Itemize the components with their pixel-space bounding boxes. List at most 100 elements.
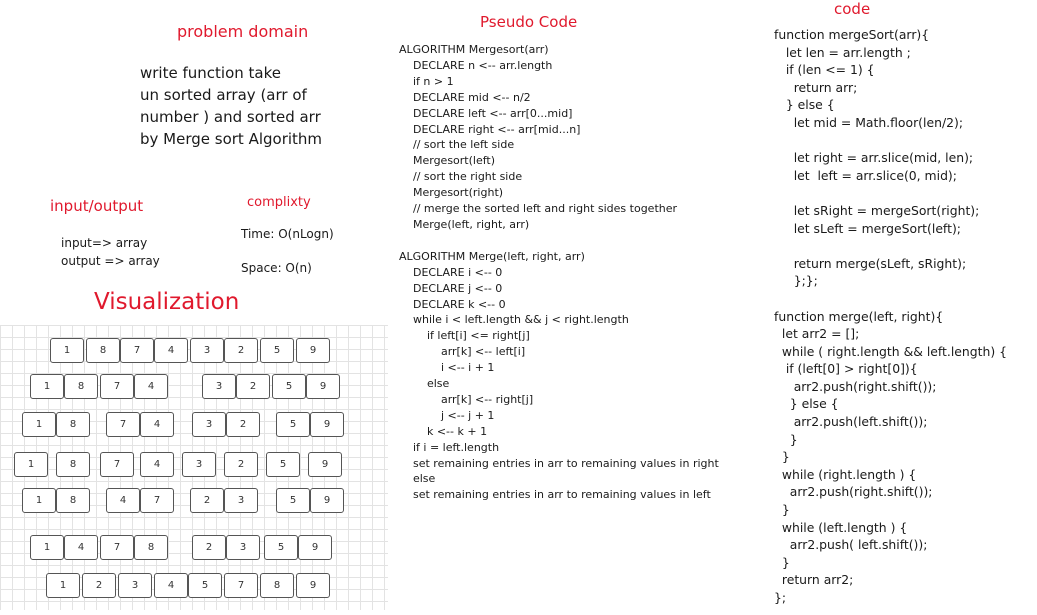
input-line: input=> array [61,236,148,250]
pseudo-line: DECLARE mid <-- n/2 [399,90,531,104]
code-line: if (len <= 1) { [774,62,875,78]
code-line: return arr2; [774,572,854,588]
array-cell: 2 [224,338,258,363]
pseudo-line: if n > 1 [399,74,454,88]
pseudo-line: Mergesort(right) [399,186,504,200]
array-cell: 2 [190,488,224,513]
complexity-heading: complixty [247,195,311,210]
code-line: while (left.length ) { [774,519,908,535]
code-line: while (right.length ) { [774,466,917,482]
code-line: } [774,502,790,518]
pseudo-line: if i = left.length [399,440,500,454]
pseudo-line: DECLARE n <-- arr.length [399,58,553,72]
pseudo-line: i <-- i + 1 [399,361,495,375]
array-cell: 1 [30,535,64,560]
pseudo-line: DECLARE k <-- 0 [399,297,506,311]
code-line: if (left[0] > right[0]){ [774,361,918,377]
array-cell: 8 [134,535,168,560]
pseudo-line: set remaining entries in arr to remainin… [399,456,719,470]
code-line: arr2.push(left.shift()); [774,414,928,430]
array-cell: 2 [192,535,226,560]
code-line: let arr2 = []; [774,326,860,342]
code-line: return merge(sLeft, sRight); [774,255,967,271]
array-cell: 7 [100,452,134,477]
code-line [774,290,1007,308]
code-line [774,132,1007,150]
array-cell: 3 [224,488,258,513]
problem-line: write function take [140,64,281,82]
code-line: function mergeSort(arr){ [774,27,930,42]
array-cell: 8 [86,338,120,363]
code-line: arr2.push( left.shift()); [774,537,928,553]
code-line: return arr; [774,79,858,95]
input-output-text: input=> array output => array [61,234,160,270]
array-cell: 5 [276,412,310,437]
code-line: } else { [774,97,835,113]
array-cell: 8 [260,573,294,598]
array-cell: 3 [190,338,224,363]
pseudo-line: else [399,377,450,391]
code-line: let left = arr.slice(0, mid); [774,167,957,183]
pseudo-line: DECLARE i <-- 0 [399,265,503,279]
array-cell: 8 [56,452,90,477]
problem-line: un sorted array (arr of [140,86,307,104]
array-cell: 7 [140,488,174,513]
array-cell: 7 [100,374,134,399]
array-cell: 2 [224,452,258,477]
array-cell: 4 [154,338,188,363]
code-line: let sLeft = mergeSort(left); [774,220,961,236]
array-cell: 2 [226,412,260,437]
pseudo-line: Mergesort(left) [399,154,496,168]
code-line: } [774,554,790,570]
array-cell: 4 [154,573,188,598]
array-cell: 1 [22,412,56,437]
array-cell: 4 [64,535,98,560]
array-cell: 1 [46,573,80,598]
pseudo-code-block: ALGORITHM Mergesort(arr) DECLARE n <-- a… [399,42,719,503]
pseudo-code-heading: Pseudo Code [480,13,578,31]
pseudo-line: // sort the right side [399,170,523,184]
pseudo-line: DECLARE left <-- arr[0...mid] [399,106,573,120]
array-cell: 7 [100,535,134,560]
visualization-heading: Visualization [94,289,240,315]
code-line: let len = arr.length ; [774,44,911,60]
problem-domain-heading: problem domain [177,22,309,41]
pseudo-line: k <-- k + 1 [399,424,488,438]
pseudo-line [399,233,719,249]
source-code-block: function mergeSort(arr){ let len = arr.l… [774,26,1007,607]
array-cell: 2 [82,573,116,598]
output-line: output => array [61,254,160,268]
code-line [774,184,1007,202]
pseudo-line: Merge(left, right, arr) [399,217,530,231]
pseudo-line: else [399,472,436,486]
array-cell: 9 [310,488,344,513]
pseudo-line: ALGORITHM Mergesort(arr) [399,43,549,56]
pseudo-line: set remaining entries in arr to remainin… [399,488,711,502]
problem-description: write function take un sorted array (arr… [140,62,322,150]
code-line: arr2.push(right.shift()); [774,378,937,394]
array-cell: 3 [226,535,260,560]
pseudo-line: while i < left.length && j < right.lengt… [399,313,629,327]
code-line: while ( right.length && left.length) { [774,343,1007,359]
pseudo-line: if left[i] <= right[j] [399,329,530,343]
array-cell: 5 [266,452,300,477]
problem-line: by Merge sort Algorithm [140,130,323,148]
array-cell: 4 [140,412,174,437]
code-line: let right = arr.slice(mid, len); [774,150,974,166]
array-cell: 7 [106,412,140,437]
array-cell: 8 [56,412,90,437]
pseudo-line: // merge the sorted left and right sides… [399,202,678,216]
array-cell: 5 [276,488,310,513]
array-cell: 4 [134,374,168,399]
pseudo-line: arr[k] <-- left[i] [399,345,526,359]
array-cell: 5 [272,374,306,399]
code-line: } [774,449,790,465]
array-cell: 8 [64,374,98,399]
code-line [774,237,1007,255]
array-cell: 9 [298,535,332,560]
array-cell: 1 [30,374,64,399]
code-line: } else { [774,396,839,412]
array-cell: 1 [14,452,48,477]
code-line: }; [774,590,787,605]
